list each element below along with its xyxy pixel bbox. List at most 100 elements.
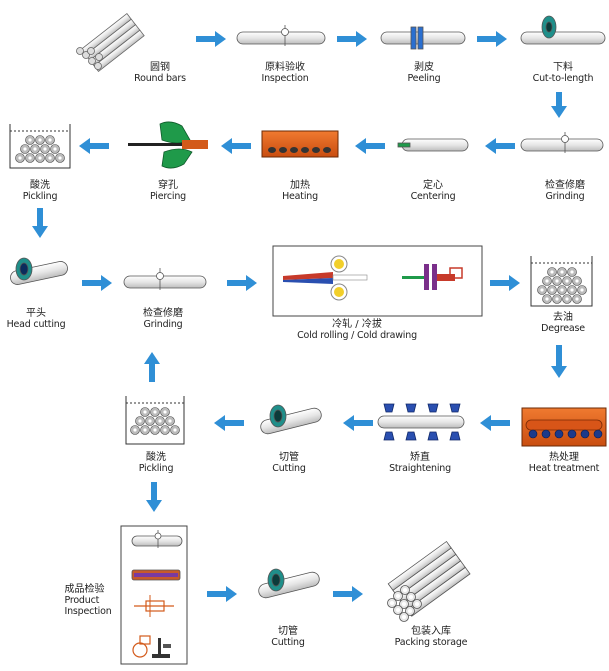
label-pickling-1: 酸洗 Pickling [23,180,58,202]
packing-bundle-icon [387,540,471,622]
arrow-left-2 [355,138,385,154]
cutting-icon-1 [260,404,322,435]
label-pickling-2-en: Pickling [138,463,174,474]
straightening-icon [377,403,465,441]
arrow-up-1 [144,352,160,382]
label-piercing: 穿孔 Piercing [150,180,186,202]
label-cut-to-length: 下料 Cut-to-length [533,62,594,84]
arrow-right-8 [333,586,363,602]
grinding-bar-icon-2 [123,268,207,290]
label-degrease: 去油 Degrease [541,312,585,334]
label-cutting-1: 切管 Cutting [272,452,306,474]
heat-treatment-icon [521,407,607,447]
centering-bar-icon [397,138,469,152]
label-centering: 定心 Centering [411,180,456,202]
label-cut-to-length-en: Cut-to-length [532,73,594,84]
label-packing-zh: 包装入库 [411,626,451,637]
flow-arrows [32,31,567,602]
label-heat-treatment: 热处理 Heat treatment [528,452,600,474]
label-peeling-en: Peeling [407,73,441,84]
label-head-cutting: 平头 Head cutting [7,308,66,330]
pickling-tank-icon-1 [9,124,71,169]
label-grinding-2: 检查修磨 Grinding [143,308,183,330]
arrow-down-1 [551,92,567,118]
label-piercing-zh: 穿孔 [157,180,178,191]
label-heating: 加热 Heating [282,180,318,202]
cut-to-length-icon [520,15,606,45]
label-heat-treatment-en: Heat treatment [528,463,600,474]
label-round-bars-zh: 圆钢 [149,62,170,73]
label-heat-treatment-zh: 热处理 [548,452,579,463]
label-round-bars: 圆钢 Round bars [134,62,186,84]
label-cutting-1-en: Cutting [272,463,306,474]
arrow-right-1 [196,31,226,47]
label-heating-zh: 加热 [289,180,310,191]
label-pickling-1-zh: 酸洗 [30,180,50,191]
label-heating-en: Heating [282,191,318,202]
label-product-inspection: 成品检验 Product Inspection [64,584,111,617]
label-pickling-2: 酸洗 Pickling [139,452,174,474]
label-cut-to-length-zh: 下料 [552,62,573,73]
label-cutting-1-zh: 切管 [279,452,299,463]
label-packing: 包装入库 Packing storage [395,626,468,648]
label-product-inspection-en1: Product [64,595,100,606]
label-grinding-1: 检查修磨 Grinding [545,180,585,202]
arrow-right-6 [490,275,520,291]
label-centering-en: Centering [410,191,456,202]
degrease-tank-icon [530,256,593,307]
label-product-inspection-en2: Inspection [64,606,112,617]
label-straightening-en: Straightening [389,463,451,474]
label-cutting-2: 切管 Cutting [271,626,305,648]
label-head-cutting-en: Head cutting [6,319,66,330]
arrow-down-4 [146,482,162,512]
arrow-left-6 [343,415,373,431]
arrow-right-2 [337,31,367,47]
arrow-down-3 [551,345,567,378]
arrow-right-3 [477,31,507,47]
heating-furnace-icon [261,130,339,158]
label-cold-rolling-zh: 冷轧 / 冷拔 [332,319,382,330]
label-inspection-zh: 原料验收 [264,62,305,73]
label-inspection-en: Inspection [261,73,309,84]
label-piercing-en: Piercing [149,191,187,202]
label-cutting-2-en: Cutting [271,637,305,648]
cold-rolling-icon [283,255,368,301]
label-pickling-1-en: Pickling [22,191,58,202]
head-cutting-icon [10,257,68,285]
label-packing-en: Packing storage [394,637,468,648]
arrow-left-1 [485,138,515,154]
label-straightening: 矫直 Straightening [389,452,451,474]
cold-drawing-icon [402,264,463,290]
label-grinding-1-zh: 检查修磨 [545,180,585,191]
label-head-cutting-zh: 平头 [25,308,46,319]
label-inspection: 原料验收 Inspection [261,62,308,84]
label-pickling-2-zh: 酸洗 [146,452,166,463]
label-round-bars-en: Round bars [134,73,186,84]
product-inspection-icons [131,530,183,658]
label-grinding-1-en: Grinding [545,191,585,202]
label-grinding-2-zh: 检查修磨 [143,308,183,319]
label-peeling: 剥皮 Peeling [407,62,440,84]
label-degrease-zh: 去油 [553,312,573,323]
piercing-icon [128,121,208,169]
label-cold-rolling-en: Cold rolling / Cold drawing [297,330,417,341]
arrow-down-2 [32,208,48,238]
label-centering-zh: 定心 [423,180,443,191]
arrow-left-7 [214,415,244,431]
round-bars-icon [76,13,145,72]
arrow-right-4 [82,275,112,291]
arrow-left-4 [79,138,109,154]
label-peeling-zh: 剥皮 [413,62,434,73]
pickling-tank-icon-2 [125,396,185,445]
arrow-right-7 [207,586,237,602]
label-degrease-en: Degrease [541,323,585,334]
label-product-inspection-zh: 成品检验 [64,584,105,595]
inspection-bar-icon [236,25,326,46]
label-cold-rolling: 冷轧 / 冷拔 Cold rolling / Cold drawing [297,319,417,341]
label-cutting-2-zh: 切管 [278,626,298,637]
cutting-icon-2 [258,568,320,599]
product-inspection-frame [120,525,188,665]
label-grinding-2-en: Grinding [143,319,183,330]
grinding-bar-icon-1 [520,132,604,153]
